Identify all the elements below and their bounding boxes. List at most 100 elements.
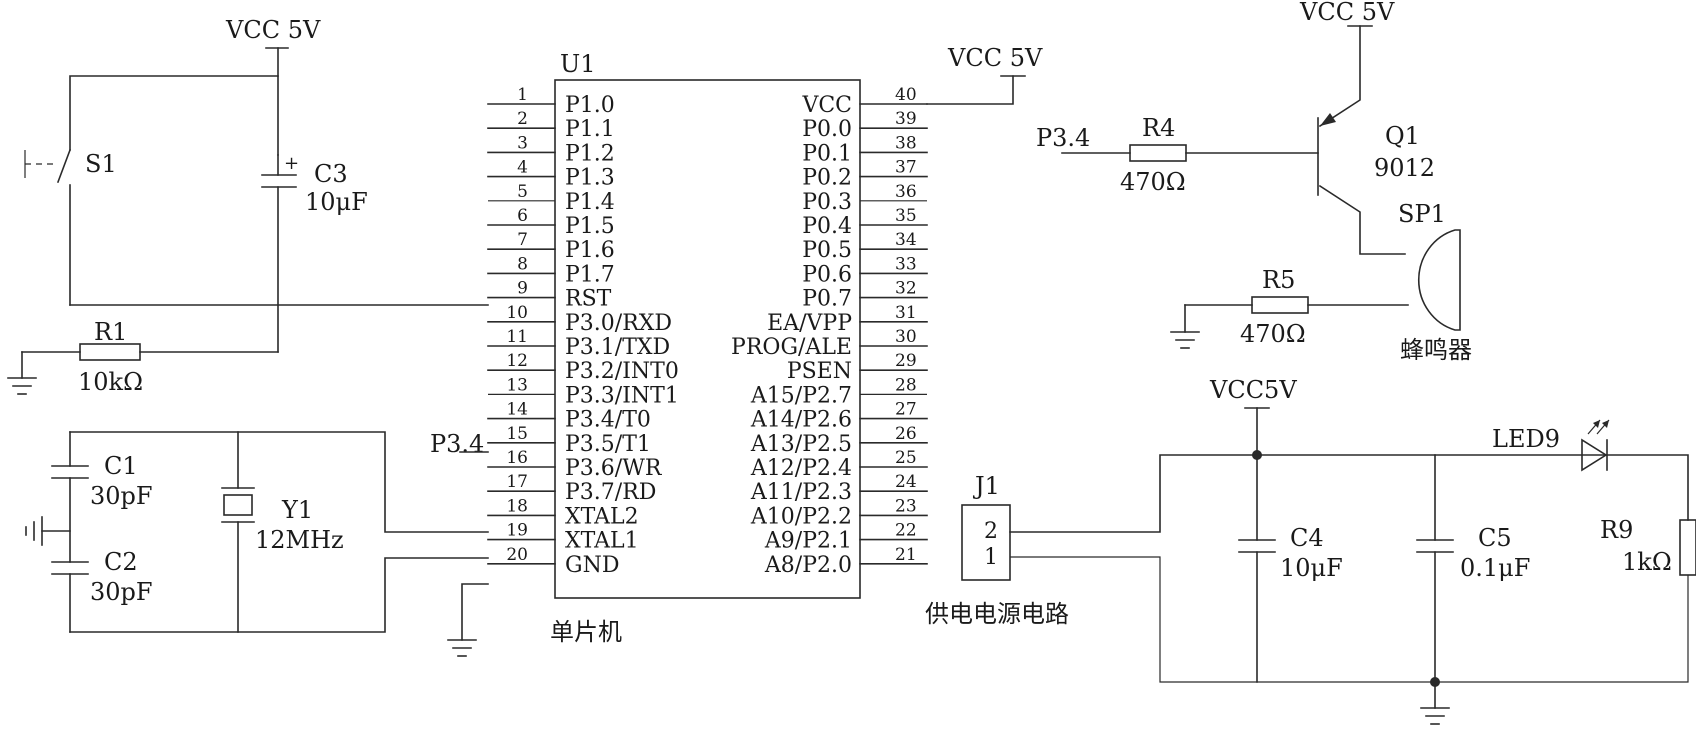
pin-number: 27: [895, 400, 917, 420]
resistor-r1: [21, 343, 279, 361]
pin-name: P0.5: [802, 238, 852, 263]
xtal2-wire: [69, 431, 489, 533]
r5-ref: R5: [1262, 266, 1295, 294]
pin-name: A9/P2.1: [764, 529, 852, 554]
pin-name: A13/P2.5: [750, 432, 852, 457]
pin-number: 29: [895, 351, 917, 371]
pin-number: 7: [517, 230, 528, 250]
pin-number: 19: [506, 521, 528, 541]
mcu-pin-22: 22 A9/P2.1: [764, 521, 928, 554]
supply-circuit: J1 2 1 供电电源电路 VCC5V C4 10μF C5 0.1μF: [925, 376, 1696, 725]
pin-number: 4: [517, 158, 528, 178]
mcu-ref: U1: [560, 50, 596, 78]
pin-name: P1.0: [565, 93, 615, 118]
q1-ref: Q1: [1385, 122, 1420, 150]
c3-ref: C3: [314, 160, 348, 188]
pin-number: 24: [895, 472, 917, 492]
pin-name: P3.0/RXD: [565, 311, 672, 336]
pin-name: A15/P2.7: [750, 383, 852, 408]
pin-number: 33: [895, 254, 917, 274]
c1-ref: C1: [104, 452, 138, 480]
reset-wire-top: [69, 75, 279, 156]
r4-value: 470Ω: [1120, 168, 1186, 196]
c3-polarity: +: [284, 153, 299, 174]
r5-value: 470Ω: [1240, 320, 1306, 348]
pin-number: 32: [895, 279, 917, 299]
pin-name: VCC: [801, 93, 852, 118]
oscillator-circuit: C1 30pF C2 30pF Y1 12MHz: [25, 431, 489, 633]
q1-emitter: [1318, 25, 1361, 128]
pin-name: P3.5/T1: [565, 432, 651, 457]
pin-name: A8/P2.0: [764, 553, 852, 578]
q1-value: 9012: [1374, 154, 1435, 182]
pin-number: 31: [895, 303, 917, 323]
capacitor-c3: [261, 174, 297, 353]
vcc-label-mcu: VCC 5V: [947, 44, 1043, 72]
ground-symbol-osc: [25, 516, 71, 546]
sp1-ref: SP1: [1398, 200, 1446, 228]
pin-name: P3.7/RD: [565, 480, 656, 505]
pin-name: P0.0: [802, 117, 852, 142]
pin-number: 37: [895, 158, 917, 178]
r1-value: 10kΩ: [78, 368, 143, 396]
capacitor-c4: [1238, 454, 1276, 683]
mcu-pin-18: 18 XTAL2: [487, 496, 639, 529]
pin-number: 17: [506, 472, 528, 492]
pin-number: 39: [895, 109, 917, 129]
pin-name: P1.6: [565, 238, 615, 263]
gnd-wire-mcu: [461, 583, 489, 641]
connector-j1: [961, 504, 1011, 581]
capacitor-c2: [51, 561, 89, 633]
pin-name: P0.7: [802, 287, 852, 312]
j1-ref: J1: [972, 472, 1000, 500]
mcu-pin-7: 7 P1.6: [487, 230, 615, 263]
capacitor-c5: [1416, 454, 1454, 683]
pin-number: 14: [506, 400, 528, 420]
pin-number: 16: [506, 448, 528, 468]
pin-number: 8: [517, 254, 528, 274]
pin-number: 18: [506, 496, 528, 516]
resistor-r4: [1129, 144, 1187, 162]
pin-name: A11/P2.3: [750, 480, 852, 505]
pin-number: 20: [506, 545, 528, 565]
pin-number: 13: [506, 375, 528, 395]
pin-number: 23: [895, 496, 917, 516]
mcu-caption: 单片机: [550, 618, 622, 646]
j1-pin1: 1: [984, 545, 998, 570]
ground-symbol-supply: [1420, 681, 1450, 725]
pin-name: P0.1: [802, 141, 852, 166]
c4-ref: C4: [1290, 524, 1324, 552]
vcc-symbol-top-left: [265, 47, 289, 77]
c4-value: 10μF: [1280, 554, 1343, 582]
pin-name: XTAL2: [565, 504, 639, 529]
pin-number: 22: [895, 521, 917, 541]
r9-ref: R9: [1600, 516, 1633, 544]
pin-name: P0.6: [802, 262, 852, 287]
q1-emitter-arrow: [1320, 113, 1336, 126]
mcu-pin-32: 32 P0.7: [802, 279, 928, 312]
y1-ref: Y1: [281, 496, 313, 524]
reset-circuit: VCC 5V S1 + C3 10μF R1 10kΩ: [7, 16, 489, 396]
y1-value: 12MHz: [255, 526, 344, 554]
